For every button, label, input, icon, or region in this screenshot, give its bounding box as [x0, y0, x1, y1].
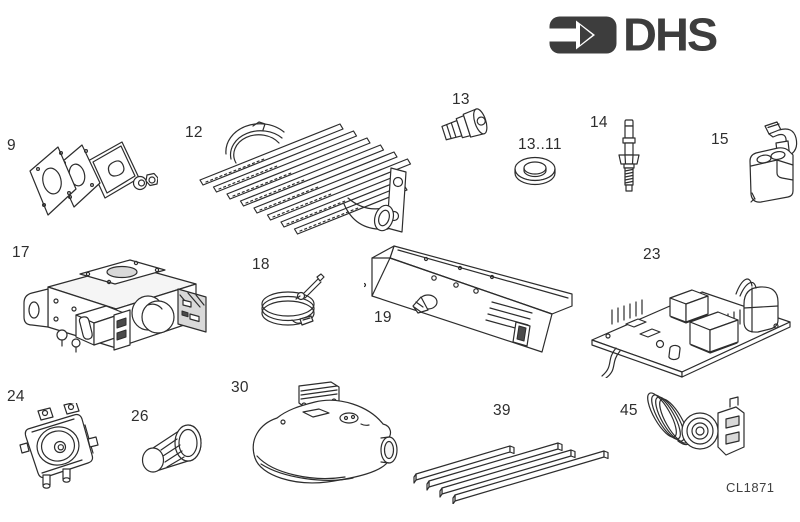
part-label-24: 24 — [7, 388, 25, 405]
part-label-9: 9 — [7, 137, 16, 154]
electrode-illustration — [618, 119, 640, 192]
burner-bar-assembly-illustration — [199, 121, 412, 235]
brand-logo: DHS — [549, 8, 718, 61]
gas-valve-illustration — [23, 259, 207, 353]
injector-illustration — [441, 108, 488, 141]
part-label-23: 23 — [643, 246, 661, 263]
part-label-18: 18 — [252, 256, 270, 273]
gasket-plate-set-illustration — [29, 141, 158, 216]
seal-strips-illustration — [413, 442, 609, 504]
part-label-14: 14 — [590, 114, 608, 131]
part-label-17: 17 — [12, 244, 30, 261]
control-knob-illustration — [141, 424, 202, 473]
pressure-switch-illustration — [19, 403, 99, 489]
control-panel-bracket-illustration — [364, 245, 573, 353]
sealing-washer-illustration — [514, 156, 556, 186]
sensor-with-coiled-lead-illustration — [647, 392, 745, 456]
part-label-30: 30 — [231, 379, 249, 396]
logo-arrow-icon — [549, 16, 617, 54]
control-pcb-illustration — [591, 278, 791, 378]
part-label-26: 26 — [131, 408, 149, 425]
part-label-39: 39 — [493, 402, 511, 419]
part-label-19: 19 — [374, 309, 392, 326]
logo-wordmark: DHS — [623, 8, 718, 61]
thermocouple-illustration — [261, 273, 325, 326]
part-label-13: 13 — [452, 91, 470, 108]
sensor-block-illustration — [749, 121, 798, 203]
part-label-45: 45 — [620, 402, 638, 419]
fan-assembly-illustration — [252, 381, 398, 484]
part-label-15: 15 — [711, 131, 729, 148]
part-label-12: 12 — [185, 124, 203, 141]
part-label-13-11: 13..11 — [518, 136, 562, 153]
drawing-reference-code: CL1871 — [726, 480, 775, 495]
